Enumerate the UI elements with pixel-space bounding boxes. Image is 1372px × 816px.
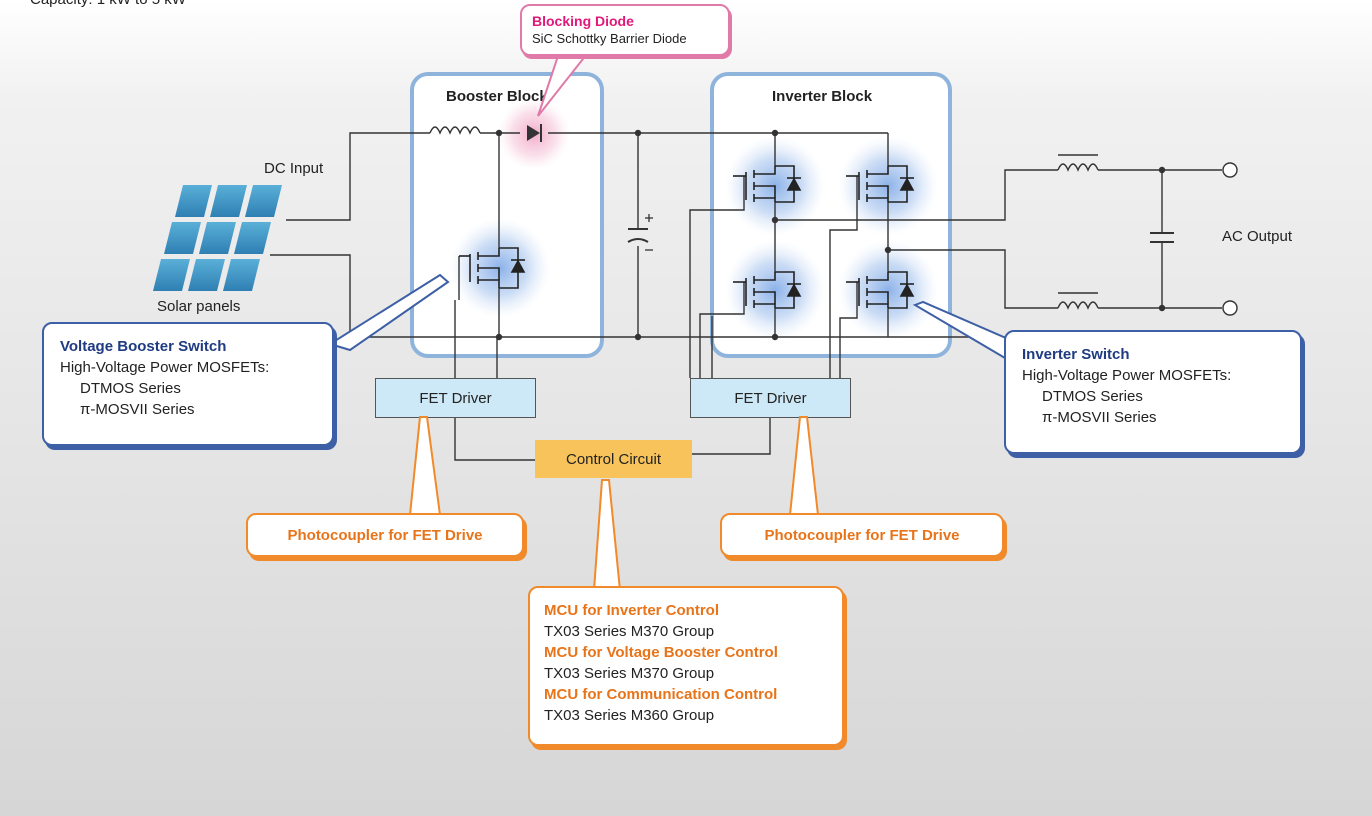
inverter-q3-glow	[725, 240, 825, 340]
inverter-q1-symbol	[733, 165, 802, 203]
inverter-switch-line1: High-Voltage Power MOSFETs:	[1022, 367, 1232, 384]
solar-panels-label: Solar panels	[157, 298, 241, 315]
mcu-callout: MCU for Inverter Control TX03 Series M37…	[528, 586, 844, 746]
mcu-inverter-heading: MCU for Inverter Control	[544, 602, 720, 619]
blocking-diode-pointer	[537, 50, 592, 117]
photocoupler-left-pointer	[408, 416, 442, 516]
inverter-switch-line2: DTMOS Series	[1042, 388, 1143, 405]
capacity-note: Capacity: 1 kW to 5 kW	[30, 0, 186, 8]
inverter-switch-line3: π-MOSVII Series	[1042, 409, 1157, 426]
booster-mosfet-symbol	[469, 247, 526, 289]
booster-block-title: Booster Block	[446, 88, 548, 105]
blocking-diode-callout: Blocking Diode SiC Schottky Barrier Diod…	[520, 4, 730, 56]
voltage-booster-switch-callout: Voltage Booster Switch High-Voltage Powe…	[42, 322, 334, 446]
mcu-communication-value: TX03 Series M360 Group	[544, 707, 715, 724]
bulk-capacitor-symbol	[627, 214, 653, 251]
photocoupler-right-text: Photocoupler for FET Drive	[764, 526, 960, 544]
inverter-q3-symbol	[733, 271, 802, 309]
booster-mosfet-glow	[450, 218, 550, 318]
mcu-communication-heading: MCU for Communication Control	[544, 686, 778, 703]
photocoupler-left-callout: Photocoupler for FET Drive	[246, 513, 524, 557]
output-capacitor-symbol	[1150, 232, 1174, 243]
fet-driver-left: FET Driver	[375, 378, 536, 418]
voltage-booster-switch-line3: π-MOSVII Series	[80, 401, 195, 418]
inverter-q4-symbol	[846, 271, 915, 309]
voltage-booster-pointer	[327, 273, 450, 352]
mcu-booster-value: TX03 Series M370 Group	[544, 665, 715, 682]
control-circuit: Control Circuit	[535, 440, 692, 478]
inverter-switch-title: Inverter Switch	[1022, 346, 1130, 363]
dc-input-label: DC Input	[264, 160, 324, 177]
voltage-booster-switch-line1: High-Voltage Power MOSFETs:	[60, 359, 270, 376]
photocoupler-right-callout: Photocoupler for FET Drive	[720, 513, 1004, 557]
photocoupler-right-pointer	[788, 416, 820, 516]
blocking-diode-symbol	[527, 124, 542, 142]
blocking-diode-title: Blocking Diode	[532, 13, 634, 29]
ac-output-label: AC Output	[1222, 228, 1293, 245]
inverter-q2-symbol	[846, 165, 915, 203]
inverter-q4-glow	[838, 240, 938, 340]
blocking-diode-subtitle: SiC Schottky Barrier Diode	[532, 31, 687, 46]
inverter-switch-callout: Inverter Switch High-Voltage Power MOSFE…	[1004, 330, 1302, 454]
mcu-booster-heading: MCU for Voltage Booster Control	[544, 644, 778, 661]
solar-panels-icon	[153, 185, 282, 291]
voltage-booster-switch-line2: DTMOS Series	[80, 380, 181, 397]
mcu-pointer	[592, 479, 622, 591]
voltage-booster-switch-title: Voltage Booster Switch	[60, 338, 227, 355]
photocoupler-left-text: Photocoupler for FET Drive	[287, 526, 483, 544]
inverter-block-title: Inverter Block	[772, 88, 873, 105]
mcu-inverter-value: TX03 Series M370 Group	[544, 623, 715, 640]
fet-driver-right: FET Driver	[690, 378, 851, 418]
